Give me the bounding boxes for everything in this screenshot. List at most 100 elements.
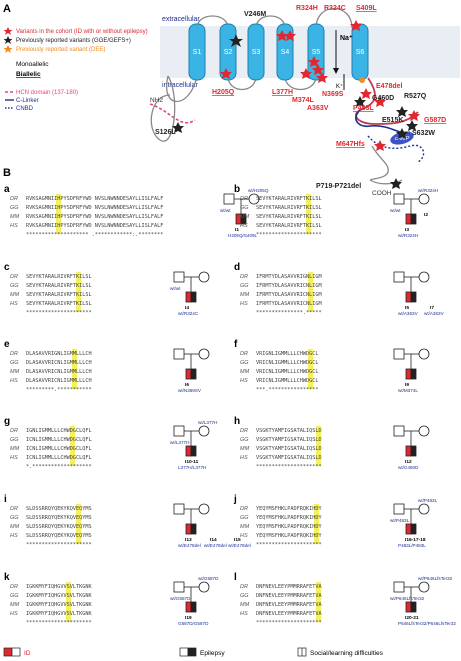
legend-epilepsy: Epilepsy — [200, 650, 225, 657]
consensus-row: ********************* — [26, 310, 92, 316]
cooh-label: COOH — [372, 190, 392, 197]
label-p719: P719-P721del — [316, 183, 361, 190]
species-label: DR — [240, 584, 248, 590]
segment-s2 — [219, 23, 237, 81]
label-e515k: E515K — [382, 117, 403, 124]
species-label: MM — [10, 369, 20, 375]
pedigree-father — [223, 193, 235, 205]
pedigree-child-geno: H205Q/S409L — [228, 233, 258, 238]
consensus-row: ********************* — [256, 232, 322, 238]
cnbd-line — [367, 135, 425, 163]
species-label: DR — [10, 428, 18, 434]
star-v246m — [229, 34, 243, 47]
sequence-row: DNFNEVLEEYPMMRRAFETVA — [256, 593, 322, 599]
species-label: HS — [10, 611, 18, 617]
highlight-i — [76, 504, 81, 544]
bottom-legend: ID Epilepsy Social/learning difficulties — [3, 647, 384, 657]
consensus-row: *********.*********** — [26, 387, 92, 393]
pedigree-l: wt/P646LfsTer32wt/P646LfsTer32I20-21P646… — [390, 576, 456, 626]
pedigree-parent2-geno: wt/L377H — [198, 420, 217, 425]
sequence-row: SEVYKTARALRIVRFTKILSL — [256, 223, 322, 229]
segment-s1-label: S1 — [193, 49, 202, 56]
pedigree-parent2-geno: wt/P483L — [418, 498, 438, 503]
pedigree-mother — [198, 425, 210, 437]
species-label: GG — [240, 437, 249, 443]
k-ion-label: K⁺ — [336, 83, 343, 90]
species-label: GG — [10, 283, 19, 289]
pedigree-parent1-geno: wt/wt — [220, 208, 231, 213]
species-label: MM — [10, 602, 20, 608]
pedigree-parent1-geno: wt/G587D — [170, 596, 191, 601]
species-label: MM — [240, 292, 250, 298]
intracellular-label: intracellular — [162, 82, 198, 89]
c-terminal-tail — [369, 145, 389, 181]
pedigree-child-id — [185, 291, 192, 303]
pedigree-father — [393, 581, 405, 593]
species-label: HS — [10, 533, 18, 539]
pedigree-child-id — [185, 523, 192, 535]
species-label: DR — [10, 584, 18, 590]
legend-hcn: HCN domain (137-180) — [16, 90, 78, 96]
label-v246m: V246M — [244, 11, 266, 18]
sequence-row: DNFNEVLEEYPMMRRAFETVA — [256, 602, 322, 608]
species-label: HS — [10, 378, 18, 384]
legend-gge: Previously reported variants (GGE/GEFS+) — [16, 38, 131, 44]
cooh-tail — [369, 179, 403, 185]
pedigree-father — [393, 271, 405, 283]
sequence-row: VSGKTYAMFIGSATALIQSLD — [256, 428, 322, 434]
panel-letter-i: i — [4, 494, 7, 505]
panel-letter-h: h — [234, 416, 240, 427]
sequence-row: DLASAVVRIGNLIGMMLLLCH — [26, 351, 92, 357]
camp-ellipse — [390, 131, 414, 145]
sequence-row: SEVYKTARALRIVRFTKILSL — [26, 292, 92, 298]
panel-letter-e: e — [4, 339, 10, 350]
sequence-row: IGKKMYFIQHGVVSVLTKGNK — [26, 584, 92, 590]
pedigree-child-epilepsy — [410, 213, 417, 225]
sequence-row: IFRMTYDLASAVVRICNLIGM — [256, 283, 322, 289]
species-label: HS — [10, 455, 18, 461]
segment-s3 — [247, 23, 265, 81]
species-label: HS — [10, 301, 18, 307]
legend-epi-box — [179, 647, 189, 657]
species-label: GG — [10, 205, 19, 211]
pedigree-child-id-label: I19 — [185, 615, 192, 621]
panel-letter-a: a — [4, 184, 10, 195]
sequence-row: YEQYMSFHKLPADFRQKIHDY — [256, 515, 322, 521]
legend-star-red — [3, 27, 13, 35]
pedigree-father — [173, 581, 185, 593]
na-ion-label: Na⁺ — [340, 35, 353, 42]
sequence-row: ICNLIGMMLLLCHWDGCLQFL — [26, 446, 92, 452]
label-n369s: N369S — [322, 91, 344, 98]
pedigree-child3-id: I15 — [234, 537, 241, 543]
highlight-j — [314, 504, 319, 544]
legend-epi-box2 — [187, 647, 197, 657]
species-label: HS — [240, 378, 248, 384]
legend-social: Social/learning difficulties — [310, 650, 384, 657]
species-label: GG — [10, 360, 19, 366]
highlight-d — [308, 272, 313, 312]
monoallelic-label: Monoallelic — [16, 61, 49, 68]
species-label: HS — [240, 223, 248, 229]
species-label: GG — [240, 283, 249, 289]
panel-letter-k: k — [4, 572, 10, 583]
pedigree-mother — [198, 503, 210, 515]
pedigree-child-geno: P483L/P483L — [398, 543, 426, 548]
sequence-row: IFRMTYDLASAVVRICNLIGM — [256, 292, 322, 298]
label-l377h: L377H — [272, 89, 293, 96]
pedigree-father — [393, 193, 405, 205]
pedigree-child-epilepsy — [410, 368, 417, 380]
pedigree-child-id — [185, 601, 192, 613]
pedigree-parent1-geno: wt/wt — [390, 208, 401, 213]
species-label: MM — [10, 524, 20, 530]
pedigree-father — [173, 348, 185, 360]
pedigree-father — [173, 425, 185, 437]
pedigree-child-id — [405, 368, 412, 380]
sequence-row: SEVYKTARALRIVRFTKILSL — [256, 205, 322, 211]
